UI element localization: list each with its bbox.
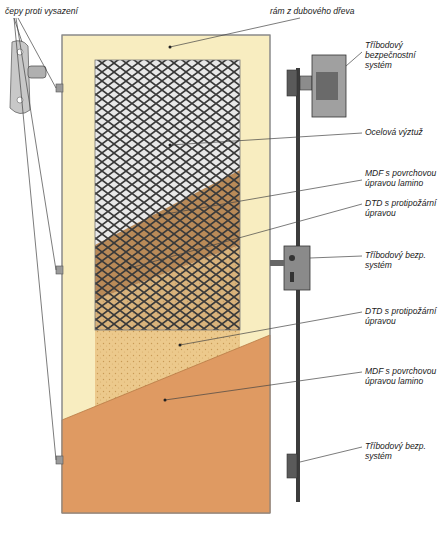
part-label: čepy proti vysazení [5, 6, 78, 16]
part-label: Tříbodový bezpečnostní systém [365, 40, 443, 71]
part-label: rám z dubového dřeva [270, 6, 355, 16]
part-label: DTD s protipožární úpravou [365, 198, 443, 218]
part-label: DTD s protipožární úpravou [365, 306, 443, 326]
part-label: Tříbodový bezp. systém [365, 441, 443, 461]
part-label: Ocelová výztuž [365, 127, 423, 137]
part-label: Tříbodový bezp. systém [365, 250, 443, 270]
part-label: MDF s povrchovou úpravou lamino [365, 366, 443, 386]
part-label: MDF s povrchovou úpravou lamino [365, 168, 443, 188]
